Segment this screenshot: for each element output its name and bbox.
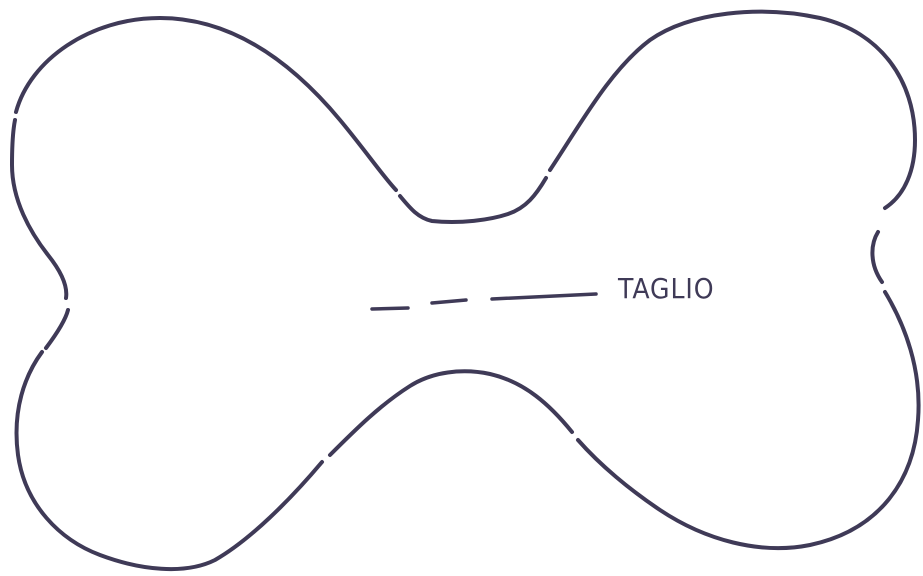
outline-stroke-top-neck	[398, 176, 548, 225]
outline-stroke-right-notch	[870, 230, 884, 284]
cut-line-dash-2	[430, 298, 468, 305]
outline-stroke-top-left	[14, 16, 398, 192]
outline-stroke-bottom-right	[576, 290, 921, 551]
outline-stroke-top-right	[548, 9, 917, 210]
outline-stroke-bottom-neck	[328, 369, 574, 457]
cut-label: TAGLIO	[618, 272, 715, 305]
bone-outline	[10, 9, 921, 572]
outline-stroke-left-notch	[44, 308, 70, 350]
outline-stroke-bottom-left	[14, 350, 324, 572]
cut-line-dash-1	[370, 306, 410, 311]
cut-line-segment-3	[490, 292, 598, 301]
outline-stroke-left-lower	[10, 118, 69, 300]
cut-line	[370, 292, 598, 311]
